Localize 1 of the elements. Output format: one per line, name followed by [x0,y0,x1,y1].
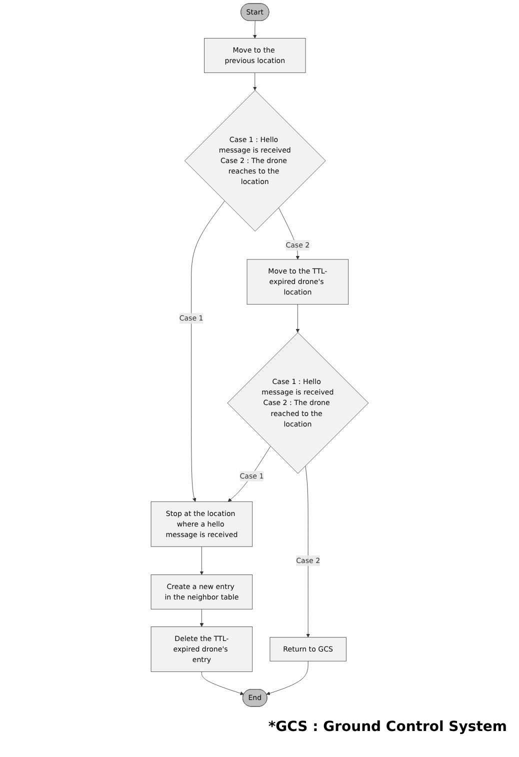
footnote: *GCS : Ground Control System [267,719,507,735]
